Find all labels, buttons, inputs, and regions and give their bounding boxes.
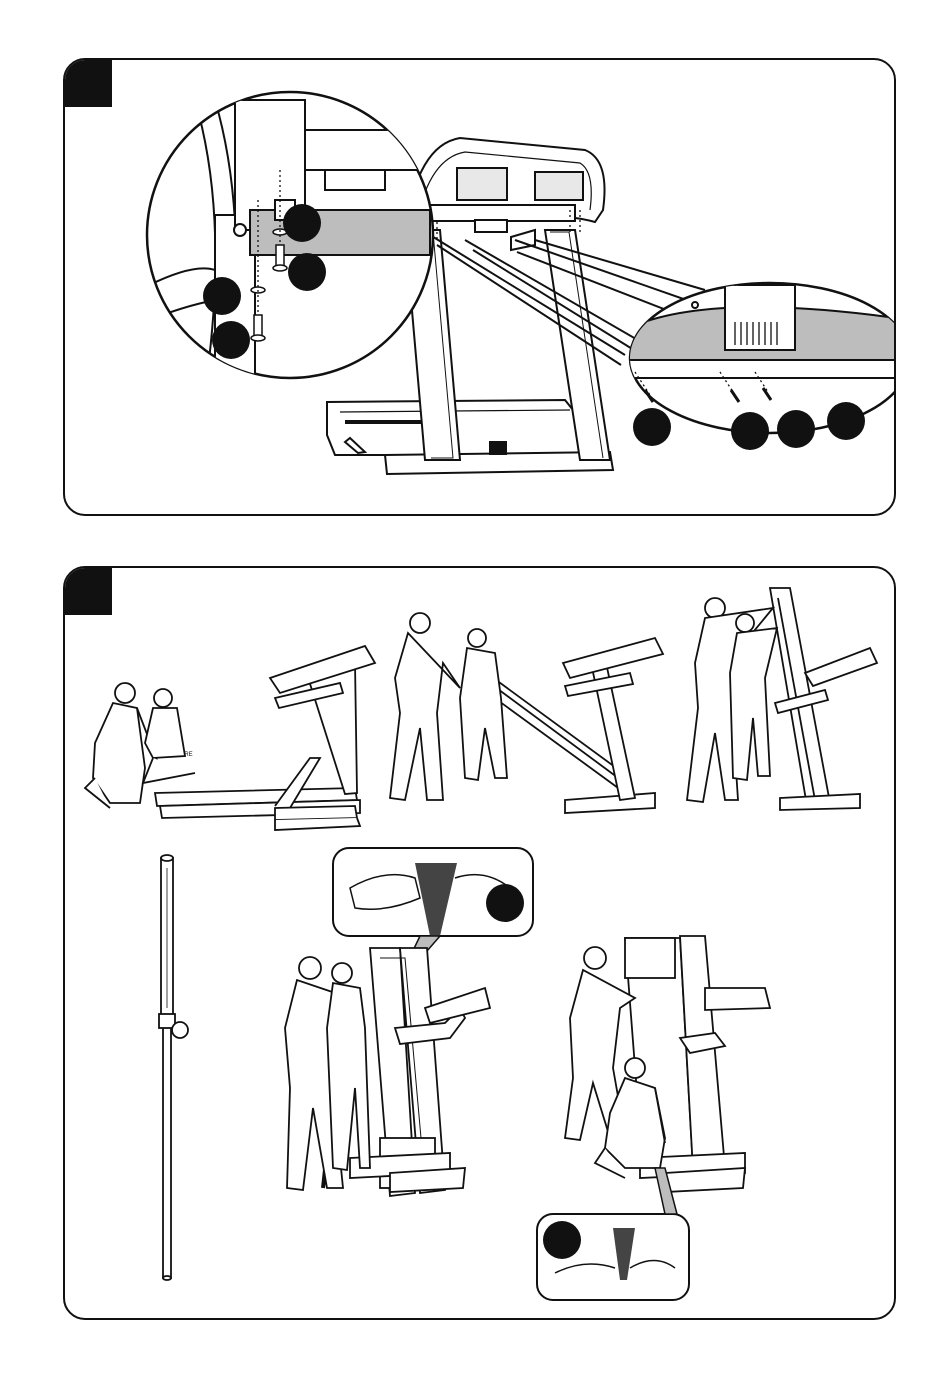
step-panel-1 (63, 58, 896, 516)
zoom-detail-left (105, 92, 433, 415)
scene-lift-end (687, 588, 877, 810)
scene-secure-strut (565, 936, 770, 1192)
treadmill-deck (327, 400, 613, 474)
zoom-detail-strut-pin (333, 848, 533, 988)
step-panel-2: 3G0RE (63, 566, 896, 1320)
hydraulic-strut (159, 855, 188, 1280)
callout-badge (486, 884, 524, 922)
callout-badge (283, 204, 321, 242)
callout-badge (731, 412, 769, 450)
callout-badge (777, 410, 815, 448)
treadmill-console-illustration (65, 60, 896, 516)
callout-badge (543, 1221, 581, 1259)
callout-badge (827, 402, 865, 440)
callout-badge (633, 408, 671, 446)
scene-install-strut (285, 948, 490, 1196)
callout-badge (203, 277, 241, 315)
zoom-detail-strut-base (537, 1168, 689, 1300)
callout-badge (212, 321, 250, 359)
treadmill-folding-illustration: 3G0RE (65, 568, 896, 1320)
scene-lift-middle (390, 613, 663, 813)
scene-lift-start: 3G0RE (85, 646, 375, 830)
callout-badge (288, 253, 326, 291)
